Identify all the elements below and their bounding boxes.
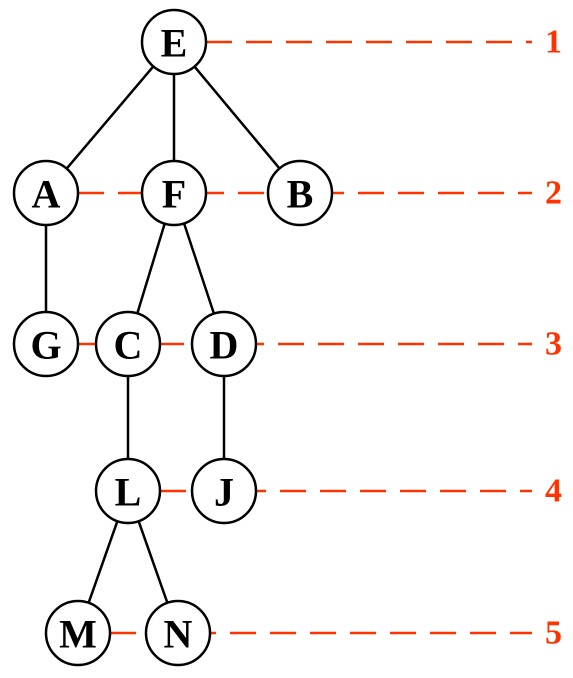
edges-layer bbox=[44, 65, 281, 605]
node-label-c: C bbox=[114, 323, 143, 368]
node-label-a: A bbox=[32, 172, 61, 217]
tree-node-c: C bbox=[94, 310, 162, 378]
tree-node-b: B bbox=[266, 159, 334, 227]
node-label-n: N bbox=[164, 612, 193, 657]
tree-node-d: D bbox=[190, 310, 258, 378]
tree-edge-f-c bbox=[136, 222, 166, 315]
node-label-e: E bbox=[161, 21, 188, 66]
node-circle-b bbox=[266, 159, 334, 227]
tree-edge-e-a bbox=[65, 65, 155, 170]
node-label-j: J bbox=[214, 470, 234, 515]
node-circle-n bbox=[144, 599, 212, 667]
nodes-layer: E A F B G C D L J M N bbox=[12, 8, 334, 667]
node-circle-f bbox=[140, 159, 208, 227]
node-label-l: L bbox=[115, 470, 142, 515]
node-circle-a bbox=[12, 159, 80, 227]
node-circle-c bbox=[94, 310, 162, 378]
node-label-b: B bbox=[287, 172, 314, 217]
level-label-5: 5 bbox=[545, 615, 562, 652]
level-label-1: 1 bbox=[545, 24, 562, 61]
node-circle-j bbox=[190, 457, 258, 525]
tree-node-n: N bbox=[144, 599, 212, 667]
node-label-d: D bbox=[210, 323, 239, 368]
node-circle-d bbox=[190, 310, 258, 378]
node-label-g: G bbox=[30, 323, 61, 368]
level-label-4: 4 bbox=[545, 473, 562, 510]
tree-node-e: E bbox=[140, 8, 208, 76]
tree-node-j: J bbox=[190, 457, 258, 525]
node-label-f: F bbox=[162, 172, 186, 217]
tree-edge-f-d bbox=[182, 222, 216, 315]
node-circle-m bbox=[44, 599, 112, 667]
level-label-2: 2 bbox=[545, 175, 562, 212]
tree-node-l: L bbox=[94, 457, 162, 525]
node-circle-e bbox=[140, 8, 208, 76]
tree-node-g: G bbox=[12, 310, 80, 378]
node-circle-l bbox=[94, 457, 162, 525]
tree-edge-e-b bbox=[193, 65, 281, 170]
tree-node-m: M bbox=[44, 599, 112, 667]
node-circle-g bbox=[12, 310, 80, 378]
tree-edge-l-n bbox=[137, 519, 169, 605]
level-labels-layer: 1 2 3 4 5 bbox=[545, 24, 562, 652]
tree-edge-l-m bbox=[87, 519, 119, 605]
level-label-3: 3 bbox=[545, 326, 562, 363]
tree-node-a: A bbox=[12, 159, 80, 227]
tree-node-f: F bbox=[140, 159, 208, 227]
node-label-m: M bbox=[59, 612, 97, 657]
